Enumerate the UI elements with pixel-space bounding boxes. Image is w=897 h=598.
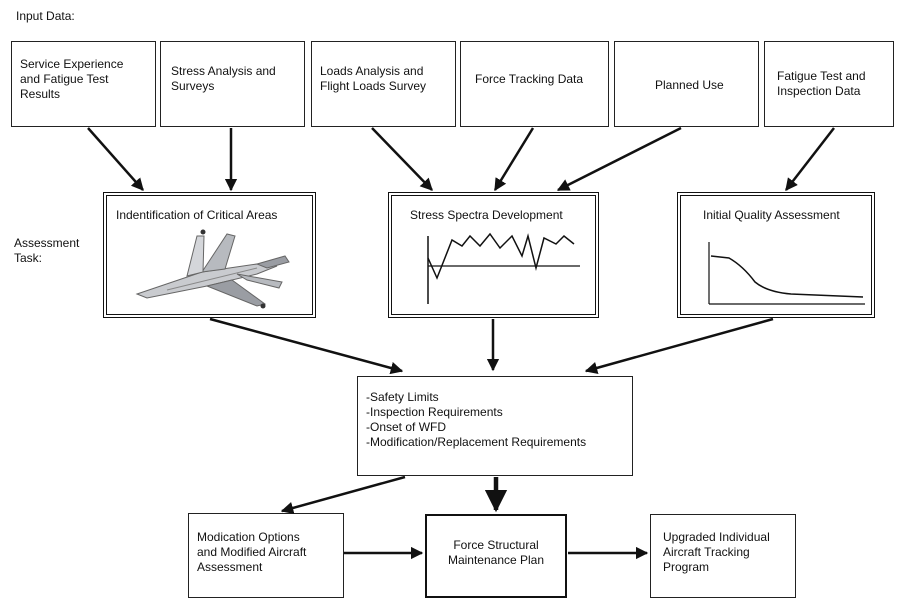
input-data-label: Input Data: <box>16 9 75 23</box>
input-box-fatigue-inspection: Fatigue Test and Inspection Data <box>764 41 894 127</box>
task-box-critical-areas: Indentification of Critical Areas <box>103 192 316 318</box>
input-text-service-experience: Service Experience and Fatigue Test Resu… <box>20 57 124 101</box>
modification-options-box: Modication Options and Modified Aircraft… <box>188 513 344 598</box>
modification-options-text: Modication Options and Modified Aircraft… <box>197 530 307 574</box>
requirements-box: -Safety Limits -Inspection Requirements … <box>357 376 633 476</box>
task-title-stress-spectra: Stress Spectra Development <box>410 208 563 222</box>
task-title-critical-areas: Indentification of Critical Areas <box>116 208 278 222</box>
input-text-fatigue-inspection: Fatigue Test and Inspection Data <box>777 69 866 98</box>
arrow-loads-to-spectra <box>371 127 433 191</box>
input-box-loads-analysis: Loads Analysis and Flight Loads Survey <box>311 41 456 127</box>
input-box-planned-use: Planned Use <box>614 41 759 127</box>
initial-quality-plot <box>708 242 865 305</box>
task-box-stress-spectra: Stress Spectra Development <box>388 192 599 318</box>
input-text-force-tracking: Force Tracking Data <box>475 72 584 86</box>
input-text-planned-use: Planned Use <box>655 78 724 92</box>
input-box-service-experience: Service Experience and Fatigue Test Resu… <box>11 41 156 127</box>
arrow-requirements-to-modification <box>280 475 406 515</box>
task-title-initial-quality: Initial Quality Assessment <box>703 208 840 222</box>
input-box-force-tracking: Force Tracking Data <box>460 41 609 127</box>
arrow-service-to-critical <box>87 127 144 191</box>
arrow-quality-to-requirements <box>584 317 774 375</box>
task-box-initial-quality: Initial Quality Assessment <box>677 192 875 318</box>
force-structural-maintenance-plan-text: Force Structural Maintenance Plan <box>447 538 545 567</box>
aircraft-tracking-program-box: Upgraded Individual Aircraft Tracking Pr… <box>650 514 796 598</box>
arrow-tracking-to-spectra <box>493 127 535 192</box>
arrow-fatigue-to-quality <box>785 127 835 191</box>
assessment-task-label: Assessment Task: <box>14 236 80 265</box>
input-text-loads-analysis: Loads Analysis and Flight Loads Survey <box>320 64 427 93</box>
input-text-stress-analysis: Stress Analysis and Surveys <box>171 64 276 93</box>
aircraft-icon <box>135 229 290 309</box>
stress-spectra-plot <box>427 232 580 304</box>
arrow-critical-to-requirements <box>209 317 404 375</box>
requirements-text: -Safety Limits -Inspection Requirements … <box>366 390 587 449</box>
input-box-stress-analysis: Stress Analysis and Surveys <box>160 41 305 127</box>
arrow-planned-to-spectra <box>556 126 682 192</box>
aircraft-tracking-program-text: Upgraded Individual Aircraft Tracking Pr… <box>663 530 770 574</box>
force-structural-maintenance-plan-box: Force Structural Maintenance Plan <box>425 514 567 598</box>
